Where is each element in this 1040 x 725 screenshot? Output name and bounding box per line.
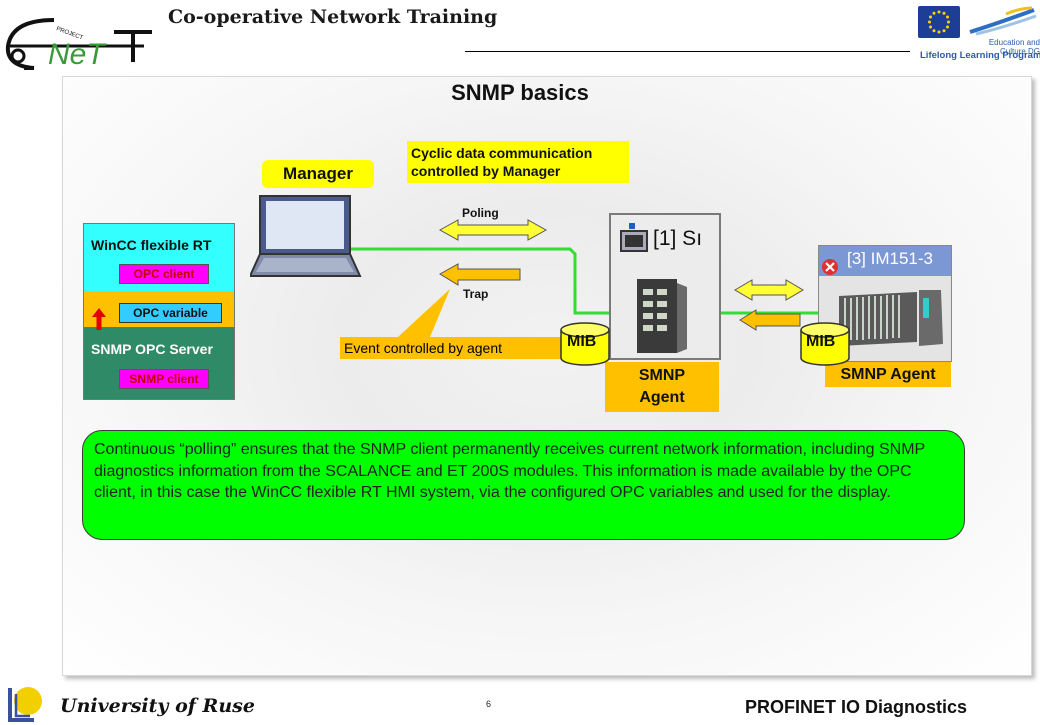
- snmp-client-badge: SNMP client: [119, 369, 209, 389]
- logo-text: NeT: [48, 38, 107, 70]
- agent-link-arrow: [734, 279, 804, 301]
- info-text-box: Continuous “polling” ensures that the SN…: [82, 430, 965, 540]
- agent2-label: SMNP Agent: [825, 362, 951, 387]
- agent-trap-arrow: [739, 309, 801, 331]
- laptop-icon: [250, 195, 362, 277]
- programme-label: Lifelong Learning Programme: [920, 50, 1040, 61]
- network-link: [345, 247, 630, 315]
- education-swoosh-icon: [969, 6, 1037, 36]
- event-pointer: [398, 289, 450, 337]
- eu-caption: Education and Culture DG: [988, 38, 1040, 56]
- mib-database-icon: [800, 322, 850, 366]
- footer-topic: PROFINET IO Diagnostics: [745, 697, 968, 717]
- opc-client-badge: OPC client: [119, 264, 209, 284]
- error-icon: [822, 259, 838, 275]
- mib-label: MIB: [567, 333, 597, 350]
- manager-label: Manager: [262, 160, 374, 188]
- cyclic-communication-label: Cyclic data communication controlled by …: [407, 141, 629, 183]
- event-controlled-label: Event controlled by agent: [340, 337, 568, 359]
- device2-label: [3] IM151-3: [847, 249, 933, 268]
- opc-variable-badge: OPC variable: [119, 303, 222, 323]
- et200s-device: [3] IM151-3: [818, 245, 952, 362]
- device2-titlebar: [819, 246, 951, 276]
- footer-university: University of Ruse: [60, 695, 255, 717]
- switch-icon: [637, 279, 687, 353]
- device1-label: [1] Sı: [653, 227, 703, 250]
- scalance-device: [1] Sı: [609, 213, 721, 360]
- trap-arrow: [439, 263, 521, 286]
- trap-label: Trap: [463, 287, 489, 301]
- header-rule: [465, 51, 910, 52]
- university-logo-icon: [8, 687, 42, 722]
- agent1-label: SMNP Agent: [605, 362, 719, 412]
- header-title: Co-operative Network Training: [168, 6, 498, 28]
- poling-arrow: [438, 219, 548, 241]
- et200-module-icon: [839, 290, 943, 346]
- page-number: 6: [486, 699, 492, 709]
- mib-database-icon: [560, 322, 610, 366]
- up-arrow-icon: [92, 308, 106, 330]
- poling-label: Poling: [462, 206, 499, 220]
- software-stack: WinCC flexible RT OPC client OPC variabl…: [83, 223, 235, 400]
- snmp-opc-server-label: SNMP OPC Server: [91, 341, 213, 357]
- eu-flag-icon: [918, 6, 960, 38]
- mib-label: MIB: [806, 333, 836, 350]
- device-status-icon: [620, 223, 648, 252]
- wincc-label: WinCC flexible RT: [91, 237, 212, 253]
- cnet-logo: NeT PROJECT: [5, 18, 152, 70]
- slide-title: SNMP basics: [451, 80, 589, 105]
